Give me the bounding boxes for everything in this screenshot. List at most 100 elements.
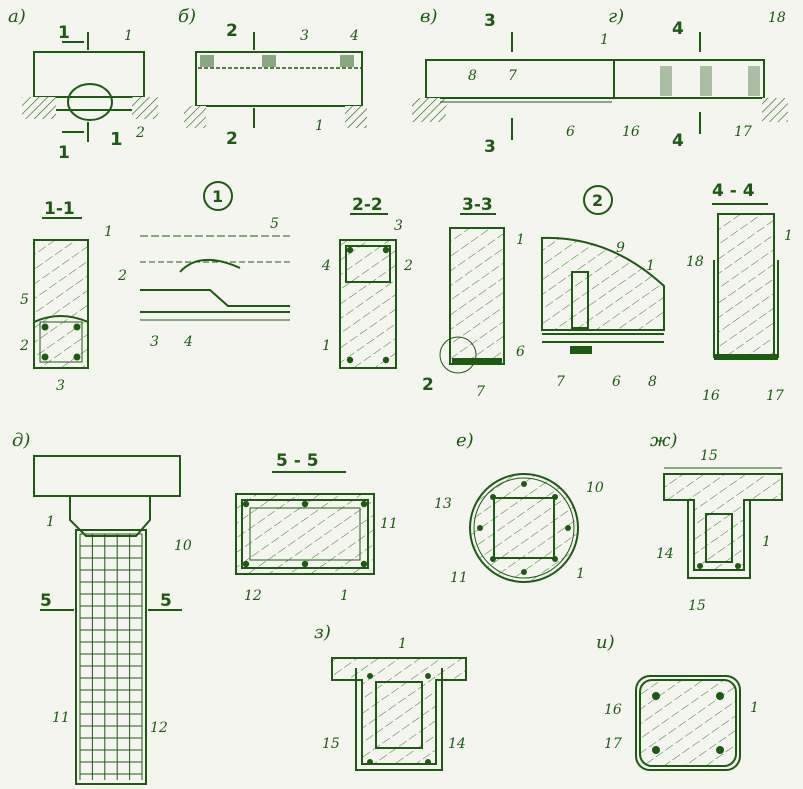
clamp-g-2	[700, 66, 712, 96]
label-16-i: 16	[604, 702, 622, 718]
label-15-z: 15	[322, 736, 340, 752]
panel-e-bar	[521, 481, 527, 487]
panel-zh-tee	[663, 473, 783, 571]
panel-i-bar	[716, 746, 724, 754]
label-1-s55: 1	[340, 588, 349, 604]
section-2-2-clamp	[345, 245, 391, 283]
label-12-s55: 12	[244, 588, 262, 604]
panel-a: а) 1 1 1 1 2	[8, 6, 158, 163]
label-4-d1: 4	[183, 334, 193, 350]
panel-i-bar	[716, 692, 724, 700]
section-1-1-body	[33, 239, 89, 369]
section-5-5-jacket	[241, 499, 369, 569]
cut-mark-2-bottom: 2	[226, 129, 238, 149]
section-5-5-bar	[301, 500, 309, 508]
detail-1-bulge	[179, 258, 241, 273]
cut-mark-3-top: 3	[484, 11, 496, 31]
clamp-g-3	[748, 66, 760, 96]
panel-e-bar	[477, 525, 483, 531]
beam-v	[425, 59, 615, 99]
damage-zone-a	[67, 83, 113, 121]
panel-e-bar	[521, 569, 527, 575]
support-left-b	[184, 106, 206, 128]
panel-d: д) 5 5 1 10 11 12	[12, 430, 192, 785]
panel-d-mesh	[79, 533, 143, 780]
section-5-5-core	[249, 507, 361, 561]
panel-b-label: б)	[178, 6, 196, 27]
detail-1: 1 5 2 3 4	[117, 181, 290, 350]
cut-mark-2-top: 2	[226, 21, 238, 41]
section-5-5-body	[235, 493, 375, 575]
label-17-g: 17	[734, 124, 752, 140]
label-8-d2: 8	[648, 374, 657, 390]
support-right-b	[345, 106, 367, 128]
panel-i-label: и)	[596, 632, 615, 653]
detail-2-weld	[570, 346, 592, 354]
section-4-4-title: 4 - 4	[712, 181, 755, 201]
panel-e-bar	[552, 556, 558, 562]
section-1-1-bar	[73, 323, 81, 331]
label-1-d: 1	[46, 514, 55, 530]
cut-mark-5-right: 5	[160, 591, 172, 611]
detail-2-body	[541, 236, 665, 331]
detail-2: 2 9 1 7 6 8	[541, 185, 665, 390]
section-2-2-body	[339, 239, 397, 369]
label-18-g: 18	[768, 10, 786, 26]
label-3-s11: 3	[56, 378, 65, 394]
section-2-2-title: 2-2	[352, 195, 383, 215]
label-5-s11: 5	[20, 292, 29, 308]
section-2-2-bar	[382, 246, 390, 254]
detail-ref-2: 2	[422, 375, 434, 395]
clamp-b-3	[340, 55, 354, 67]
label-1-e: 1	[576, 566, 585, 582]
label-1-v: 1	[600, 32, 609, 48]
section-5-5-bar	[242, 560, 250, 568]
clamp-g-1	[660, 66, 672, 96]
section-3-3: 3-3 1 6 7 2	[422, 195, 525, 400]
panel-i-bar	[652, 746, 660, 754]
cut-mark-3-bottom: 3	[484, 137, 496, 157]
label-1-zh: 1	[762, 534, 771, 550]
panel-e-bar	[490, 556, 496, 562]
label-1-s33: 1	[516, 232, 525, 248]
panel-z-core	[375, 681, 423, 749]
beam-a	[33, 51, 145, 98]
panel-z-bar	[367, 673, 373, 679]
section-3-3-plate	[452, 358, 502, 364]
section-3-3-body	[449, 227, 505, 365]
label-14-z: 14	[448, 736, 466, 752]
label-3-d1: 3	[150, 334, 159, 350]
label-7-d2: 7	[556, 374, 565, 390]
detail-2-circle	[583, 185, 613, 215]
label-2-s11: 2	[19, 338, 29, 354]
label-16-s44: 16	[702, 388, 720, 404]
cut-mark-4-top: 4	[672, 19, 684, 39]
label-14-zh: 14	[656, 546, 674, 562]
section-5-5-bar	[360, 560, 368, 568]
label-12-d: 12	[150, 720, 168, 736]
panel-e: е) 13 10 11 1	[434, 430, 604, 586]
label-1-s11: 1	[104, 224, 113, 240]
panel-a-label: а)	[8, 6, 26, 27]
panel-d-beam	[33, 455, 181, 497]
section-5-5-bar	[301, 560, 309, 568]
label-1-z: 1	[398, 636, 407, 652]
section-4-4-plate	[714, 354, 778, 360]
cut-mark-4-bottom: 4	[672, 131, 684, 151]
label-11-s55: 11	[380, 516, 398, 532]
section-1-1-title: 1-1	[44, 199, 75, 219]
label-15-zh-top: 15	[700, 448, 718, 464]
section-2-2-bar	[382, 356, 390, 364]
label-15-zh-bottom: 15	[688, 598, 706, 614]
label-6-v: 6	[566, 124, 575, 140]
section-2-2-bar	[346, 246, 354, 254]
panel-v-label: в)	[420, 6, 438, 27]
panel-z-label: з)	[314, 622, 331, 643]
label-11-e: 11	[450, 570, 468, 586]
label-3-s22: 3	[394, 218, 403, 234]
label-5-d1: 5	[270, 216, 279, 232]
detail-ref-1-a: 1	[110, 129, 123, 150]
cut-mark-1-top: 1	[58, 23, 70, 43]
panel-e-bar	[565, 525, 571, 531]
